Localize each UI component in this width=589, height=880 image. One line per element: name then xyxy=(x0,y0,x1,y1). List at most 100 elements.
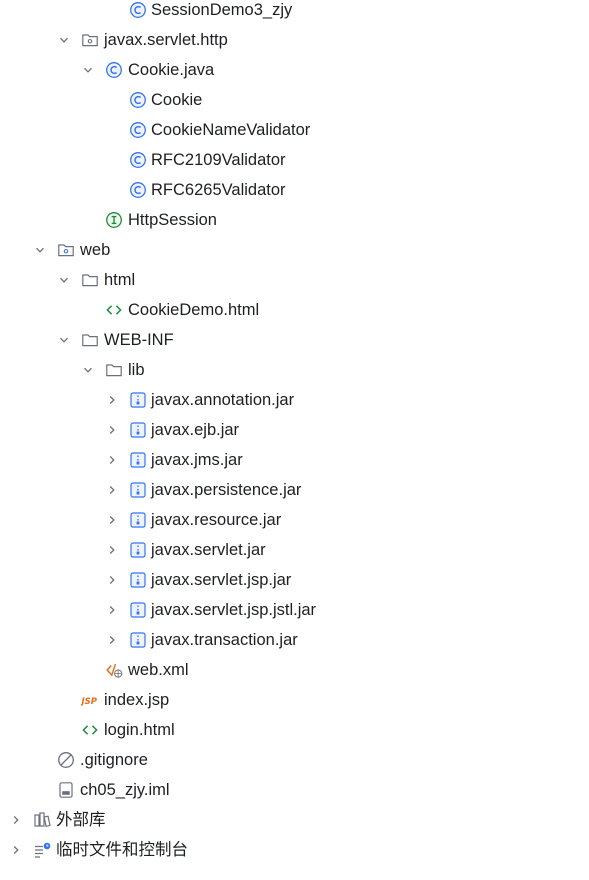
module-file-icon xyxy=(57,781,75,799)
tree-item-sessiondemo3-zjy[interactable]: SessionDemo3_zjy xyxy=(0,0,589,25)
folder-icon xyxy=(81,271,99,289)
tree-item-label: html xyxy=(104,271,136,289)
folder-icon xyxy=(105,361,123,379)
jar-icon xyxy=(129,571,147,589)
tree-item-label: lib xyxy=(128,361,145,379)
tree-item-label: javax.jms.jar xyxy=(151,451,243,469)
tree-item-scratches-and-consoles[interactable]: 临时文件和控制台 xyxy=(0,835,589,865)
class-icon xyxy=(129,1,147,19)
chevron-right-icon[interactable] xyxy=(104,392,120,408)
tree-item-label: CookieDemo.html xyxy=(128,301,260,319)
chevron-right-icon[interactable] xyxy=(104,512,120,528)
chevron-down-icon[interactable] xyxy=(56,32,72,48)
tree-item-label: javax.servlet.jsp.jar xyxy=(151,571,292,589)
tree-item-label: javax.annotation.jar xyxy=(151,391,295,409)
chevron-down-icon[interactable] xyxy=(56,272,72,288)
tree-item-label: javax.ejb.jar xyxy=(151,421,240,439)
tree-item-cookie[interactable]: Cookie xyxy=(0,85,589,115)
svg-text:JSP: JSP xyxy=(81,697,98,707)
scratches-icon xyxy=(33,841,51,859)
jar-icon xyxy=(129,421,147,439)
tree-item-javax-ejb-jar[interactable]: javax.ejb.jar xyxy=(0,415,589,445)
tree-item-javax-servlet-http[interactable]: javax.servlet.http xyxy=(0,25,589,55)
tree-item-label: RFC6265Validator xyxy=(151,181,286,199)
web-folder-icon xyxy=(57,241,75,259)
tree-item-label: WEB-INF xyxy=(104,331,174,349)
chevron-right-icon[interactable] xyxy=(104,602,120,618)
tree-item-gitignore[interactable]: .gitignore xyxy=(0,745,589,775)
tree-item-cookienamevalidator[interactable]: CookieNameValidator xyxy=(0,115,589,145)
tree-item-rfc6265validator[interactable]: RFC6265Validator xyxy=(0,175,589,205)
tree-item-label: javax.resource.jar xyxy=(151,511,282,529)
tree-item-javax-transaction-jar[interactable]: javax.transaction.jar xyxy=(0,625,589,655)
tree-item-lib[interactable]: lib xyxy=(0,355,589,385)
tree-item-label: Cookie xyxy=(151,91,203,109)
chevron-right-icon[interactable] xyxy=(104,422,120,438)
tree-item-cookie-java[interactable]: Cookie.java xyxy=(0,55,589,85)
tree-item-label: .gitignore xyxy=(80,751,148,769)
jar-icon xyxy=(129,631,147,649)
jar-icon xyxy=(129,391,147,409)
chevron-down-icon[interactable] xyxy=(32,242,48,258)
tree-item-web-inf[interactable]: WEB-INF xyxy=(0,325,589,355)
tree-item-javax-servlet-jsp-jstl-jar[interactable]: javax.servlet.jsp.jstl.jar xyxy=(0,595,589,625)
package-icon xyxy=(81,31,99,49)
tree-item-label: web.xml xyxy=(128,661,189,679)
class-icon xyxy=(105,61,123,79)
class-icon xyxy=(129,91,147,109)
chevron-down-icon[interactable] xyxy=(80,62,96,78)
tree-item-label: javax.servlet.http xyxy=(104,31,228,49)
chevron-down-icon[interactable] xyxy=(56,332,72,348)
folder-icon xyxy=(81,331,99,349)
external-libraries-icon xyxy=(33,811,51,829)
chevron-right-icon[interactable] xyxy=(104,572,120,588)
chevron-down-icon[interactable] xyxy=(80,362,96,378)
tree-item-rfc2109validator[interactable]: RFC2109Validator xyxy=(0,145,589,175)
tree-item-label: Cookie.java xyxy=(128,61,215,79)
chevron-right-icon[interactable] xyxy=(8,842,24,858)
tree-item-label: login.html xyxy=(104,721,175,739)
tree-item-label: 外部库 xyxy=(56,811,106,829)
chevron-right-icon[interactable] xyxy=(8,812,24,828)
tree-item-external-libraries[interactable]: 外部库 xyxy=(0,805,589,835)
jar-icon xyxy=(129,541,147,559)
tree-item-label: CookieNameValidator xyxy=(151,121,311,139)
jar-icon xyxy=(129,451,147,469)
ignored-file-icon xyxy=(57,751,75,769)
class-icon xyxy=(129,151,147,169)
class-icon xyxy=(129,121,147,139)
tree-item-cookiedemo-html[interactable]: CookieDemo.html xyxy=(0,295,589,325)
jar-icon xyxy=(129,601,147,619)
jar-icon xyxy=(129,481,147,499)
html-file-icon xyxy=(81,721,99,739)
tree-item-javax-persistence-jar[interactable]: javax.persistence.jar xyxy=(0,475,589,505)
interface-icon xyxy=(105,211,123,229)
chevron-right-icon[interactable] xyxy=(104,452,120,468)
jsp-file-icon: JSP xyxy=(81,691,99,709)
tree-item-javax-jms-jar[interactable]: javax.jms.jar xyxy=(0,445,589,475)
chevron-right-icon[interactable] xyxy=(104,542,120,558)
tree-item-javax-servlet-jsp-jar[interactable]: javax.servlet.jsp.jar xyxy=(0,565,589,595)
tree-item-javax-resource-jar[interactable]: javax.resource.jar xyxy=(0,505,589,535)
tree-item-javax-annotation-jar[interactable]: javax.annotation.jar xyxy=(0,385,589,415)
tree-item-label: HttpSession xyxy=(128,211,217,229)
chevron-right-icon[interactable] xyxy=(104,482,120,498)
tree-item-label: 临时文件和控制台 xyxy=(56,841,188,859)
chevron-right-icon[interactable] xyxy=(104,632,120,648)
tree-item-web-xml[interactable]: web.xml xyxy=(0,655,589,685)
tree-item-label: javax.persistence.jar xyxy=(151,481,302,499)
tree-item-index-jsp[interactable]: JSP index.jsp xyxy=(0,685,589,715)
tree-item-label: javax.transaction.jar xyxy=(151,631,298,649)
tree-item-ch05-zjy-iml[interactable]: ch05_zjy.iml xyxy=(0,775,589,805)
tree-item-javax-servlet-jar[interactable]: javax.servlet.jar xyxy=(0,535,589,565)
tree-item-label: javax.servlet.jsp.jstl.jar xyxy=(151,601,317,619)
tree-item-web[interactable]: web xyxy=(0,235,589,265)
tree-item-login-html[interactable]: login.html xyxy=(0,715,589,745)
tree-item-httpsession[interactable]: HttpSession xyxy=(0,205,589,235)
tree-item-html[interactable]: html xyxy=(0,265,589,295)
tree-item-label: ch05_zjy.iml xyxy=(80,781,170,799)
tree-item-label: javax.servlet.jar xyxy=(151,541,266,559)
jar-icon xyxy=(129,511,147,529)
tree-item-label: RFC2109Validator xyxy=(151,151,286,169)
tree-item-label: web xyxy=(80,241,111,259)
